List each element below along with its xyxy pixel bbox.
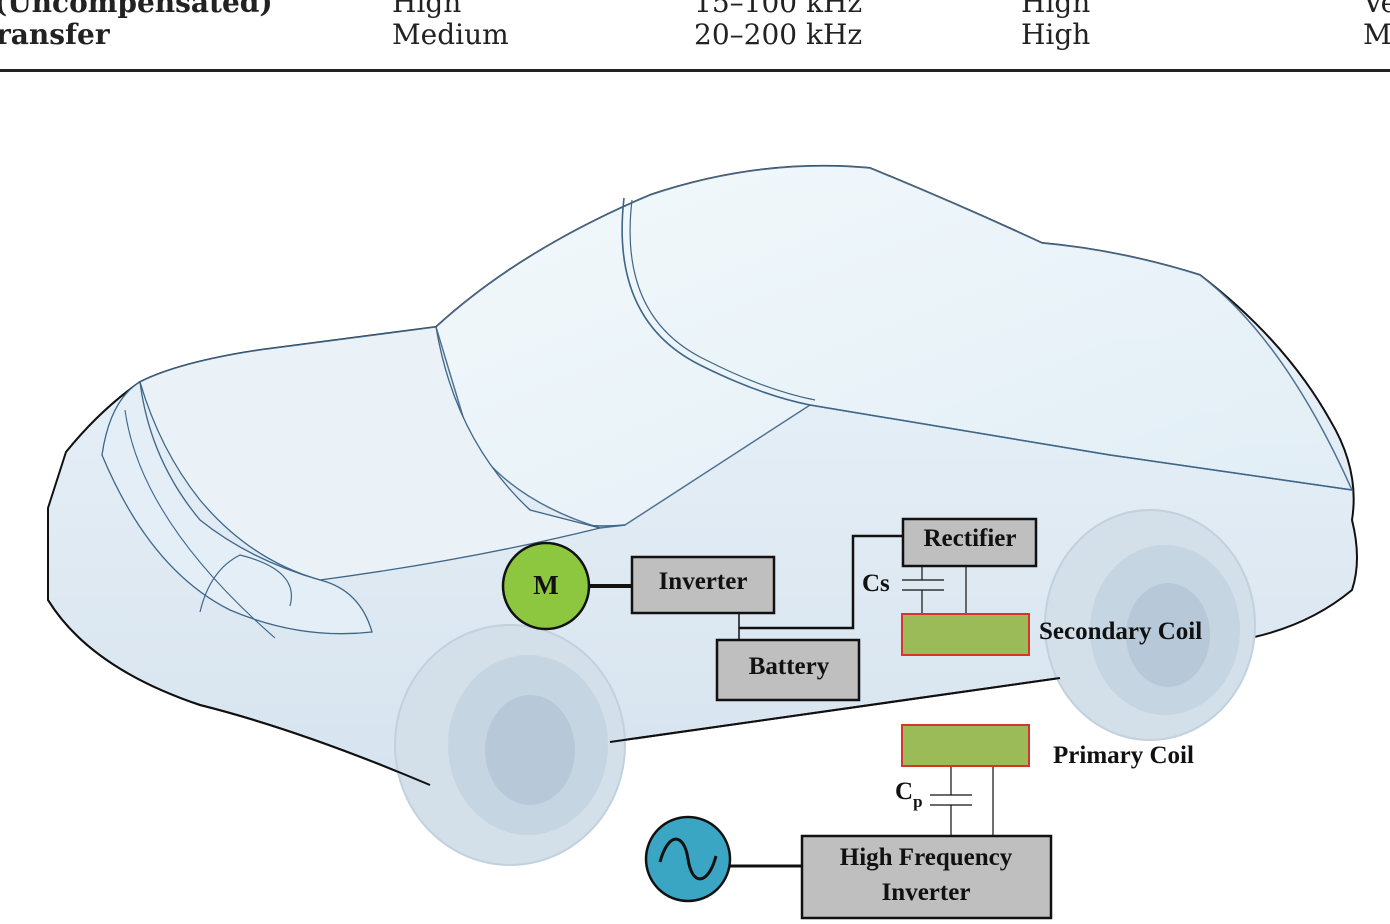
table-row-1-label: (Uncompensated) [0,0,273,19]
cp-label-subscript: p [913,792,922,811]
car-lower-outline [47,508,431,786]
cp-label: Cp [895,778,923,811]
car-roof-line-inner [629,199,816,401]
inverter-label: Inverter [659,568,748,595]
inverter-block: Inverter [630,555,776,615]
cp-label-main: C [895,778,913,805]
sine-wave-icon [658,837,718,881]
table-bottom-rule [0,69,1390,72]
wiring [588,534,994,868]
table-row-2-cell-2: 20–200 kHz [694,18,863,51]
battery-box [715,638,861,702]
car-headlight-detail [199,554,292,613]
rear-wheel [1044,509,1256,741]
rectifier-block: Rectifier [901,517,1038,568]
motor: M [501,541,591,631]
table-row-2-cell-3: High [1021,18,1091,51]
secondary-coil: Secondary Coil [901,613,1202,656]
table-row-1-cell-4: Ve [1363,0,1390,19]
hf-inverter-box [800,834,1053,920]
ac-source [644,815,732,903]
table-row-2-cell-4: M [1363,18,1390,51]
car-front-contour [124,409,276,639]
secondary-coil-rect [901,613,1030,656]
table-row-1-cell-3: High [1021,0,1091,19]
table-row-1-cell-2: 15–100 kHz [694,0,863,19]
front-wheel [394,624,626,866]
hf-inverter-label-line1: High Frequency [840,844,1013,871]
car-roof-line [621,197,811,406]
primary-coil-rect [901,724,1030,767]
car-belt-line [809,404,1353,491]
table-row-2-label: ransfer [0,18,110,51]
comparison-table-fragment: (Uncompensated) High 15–100 kHz High Ve … [0,0,1390,74]
battery-label: Battery [749,653,830,680]
secondary-coil-label: Secondary Coil [1039,618,1202,645]
cs-label: Cs [862,570,890,597]
primary-coil-label: Primary Coil [1053,742,1194,769]
car-hood [139,326,601,581]
table-row-1-cell-1: High [392,0,462,19]
car-windshield [435,165,1354,529]
table-row-2-cell-1: Medium [392,18,509,51]
inverter-box [630,555,776,615]
motor-circle [501,541,591,631]
hf-inverter-block: High Frequency Inverter [800,834,1053,920]
motor-label: M [533,570,558,600]
rectifier-label: Rectifier [924,525,1017,552]
car-sill-line [609,677,1061,743]
rectifier-box [901,517,1038,568]
primary-coil: Primary Coil [901,724,1194,769]
car-headlight [101,380,373,635]
hf-inverter-label-line2: Inverter [882,879,971,906]
battery-rectifier-wire [739,534,903,630]
battery-block: Battery [715,638,861,702]
